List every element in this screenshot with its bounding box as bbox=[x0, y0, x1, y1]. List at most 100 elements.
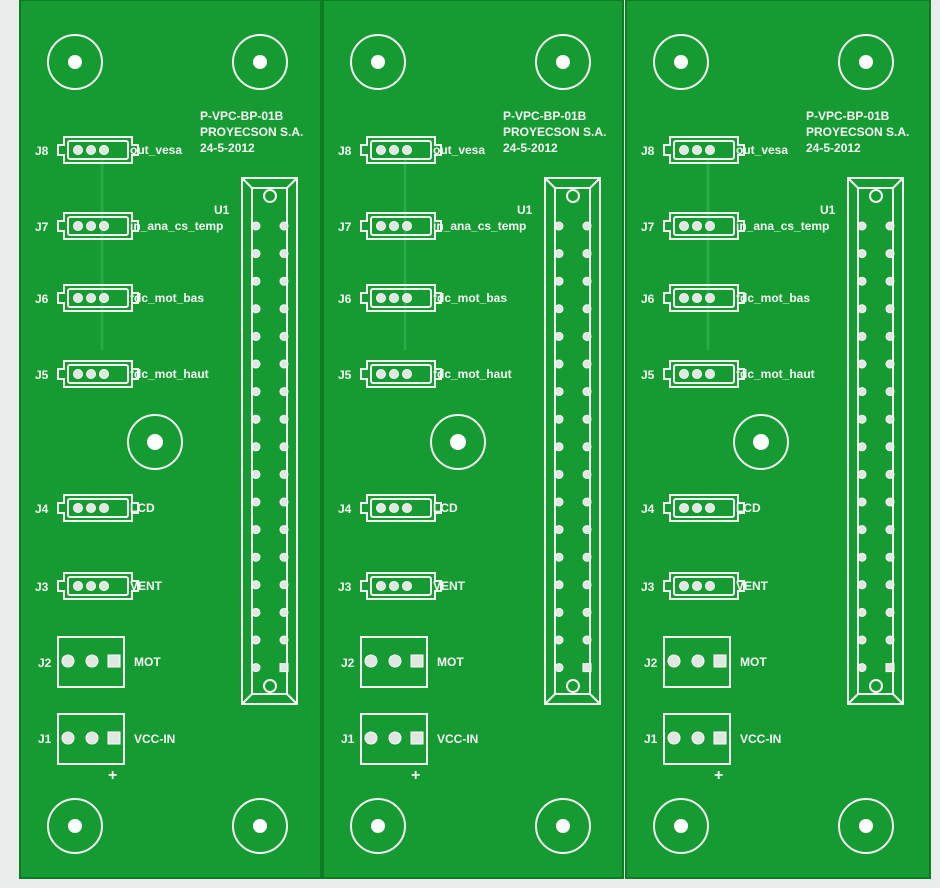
connector-pin bbox=[376, 503, 386, 513]
connector-label: LCD bbox=[130, 501, 155, 515]
connector-body bbox=[67, 216, 129, 236]
mounting-hole bbox=[859, 55, 873, 69]
connector-pin bbox=[679, 293, 689, 303]
u1-pin bbox=[857, 359, 867, 369]
u1-pin bbox=[279, 414, 289, 424]
connector-pin bbox=[705, 221, 715, 231]
connector-pin bbox=[389, 503, 399, 513]
u1-pin bbox=[857, 414, 867, 424]
u1-pin bbox=[857, 635, 867, 645]
connector-pin bbox=[376, 581, 386, 591]
connector-outline bbox=[360, 136, 442, 164]
connector-pin bbox=[388, 731, 402, 745]
u1-pin bbox=[857, 387, 867, 397]
connector-outline bbox=[360, 572, 442, 600]
connector-pin bbox=[86, 581, 96, 591]
board-title: P-VPC-BP-01B bbox=[200, 109, 284, 123]
u1-pin bbox=[582, 469, 592, 479]
connector-pin bbox=[73, 503, 83, 513]
u1-key-top bbox=[869, 189, 883, 203]
u1-pin bbox=[857, 525, 867, 535]
connector-pin bbox=[705, 503, 715, 513]
connector-pin bbox=[364, 654, 378, 668]
connector-body bbox=[673, 288, 735, 308]
connector-ref: J5 bbox=[35, 368, 49, 382]
connector-pin bbox=[705, 145, 715, 155]
u1-pin bbox=[279, 497, 289, 507]
polarity-mark: + bbox=[714, 767, 723, 784]
connector-pin bbox=[99, 293, 109, 303]
connector-pin bbox=[402, 369, 412, 379]
connector-pin bbox=[389, 145, 399, 155]
connector-pin bbox=[402, 221, 412, 231]
connector-outline bbox=[663, 136, 745, 164]
center-hole-ring bbox=[127, 414, 183, 470]
connector-ref: J1 bbox=[341, 732, 355, 746]
mounting-hole-ring bbox=[535, 798, 591, 854]
mounting-hole bbox=[253, 819, 267, 833]
u1-pin bbox=[885, 221, 895, 231]
u1-label: U1 bbox=[214, 203, 230, 217]
connector-pin bbox=[376, 293, 386, 303]
u1-pin bbox=[251, 304, 261, 314]
connector-outline bbox=[57, 136, 139, 164]
u1-pin bbox=[582, 221, 592, 231]
mounting-hole bbox=[371, 55, 385, 69]
connector-pin bbox=[667, 731, 681, 745]
u1-inner-outline bbox=[251, 187, 288, 695]
connector-label: VCC-IN bbox=[134, 732, 175, 746]
company-name: PROYECSON S.A. bbox=[503, 125, 606, 139]
u1-pin bbox=[279, 221, 289, 231]
u1-inner-outline bbox=[554, 187, 591, 695]
polarity-mark: + bbox=[411, 767, 420, 784]
connector-pin bbox=[692, 145, 702, 155]
u1-corners bbox=[241, 177, 298, 705]
u1-pin bbox=[857, 469, 867, 479]
connector-pin bbox=[99, 503, 109, 513]
mounting-hole bbox=[674, 819, 688, 833]
board-edge bbox=[19, 0, 322, 879]
u1-pin bbox=[582, 387, 592, 397]
connector-ref: J6 bbox=[641, 292, 655, 306]
u1-pin bbox=[885, 304, 895, 314]
u1-pin bbox=[857, 663, 867, 673]
mounting-hole-ring bbox=[47, 798, 103, 854]
connector-pin bbox=[99, 145, 109, 155]
u1-pin bbox=[582, 331, 592, 341]
connector-body bbox=[370, 576, 432, 596]
mounting-hole-ring bbox=[653, 34, 709, 90]
connector-pin bbox=[692, 581, 702, 591]
connector-pin-square bbox=[107, 654, 121, 668]
u1-pin bbox=[582, 497, 592, 507]
u1-pin bbox=[554, 442, 564, 452]
connector-body bbox=[67, 576, 129, 596]
connector-pin bbox=[61, 731, 75, 745]
connector-outline bbox=[57, 360, 139, 388]
connector-pin bbox=[402, 503, 412, 513]
u1-label: U1 bbox=[517, 203, 533, 217]
u1-pin bbox=[885, 607, 895, 617]
connector-label: fdc_mot_haut bbox=[736, 367, 815, 381]
connector-pin bbox=[402, 293, 412, 303]
connector-body bbox=[67, 288, 129, 308]
mounting-hole bbox=[556, 55, 570, 69]
center-hole bbox=[450, 434, 466, 450]
connector-pin bbox=[691, 654, 705, 668]
mounting-hole-ring bbox=[535, 34, 591, 90]
mounting-hole-ring bbox=[838, 798, 894, 854]
connector-body bbox=[370, 498, 432, 518]
u1-pin bbox=[582, 552, 592, 562]
u1-pin bbox=[582, 359, 592, 369]
connector-pin bbox=[667, 654, 681, 668]
u1-pin-square bbox=[279, 663, 289, 673]
connector-pin bbox=[388, 654, 402, 668]
u1-pin bbox=[251, 497, 261, 507]
u1-pin bbox=[279, 359, 289, 369]
u1-outline bbox=[847, 177, 904, 705]
connector-pin bbox=[86, 221, 96, 231]
